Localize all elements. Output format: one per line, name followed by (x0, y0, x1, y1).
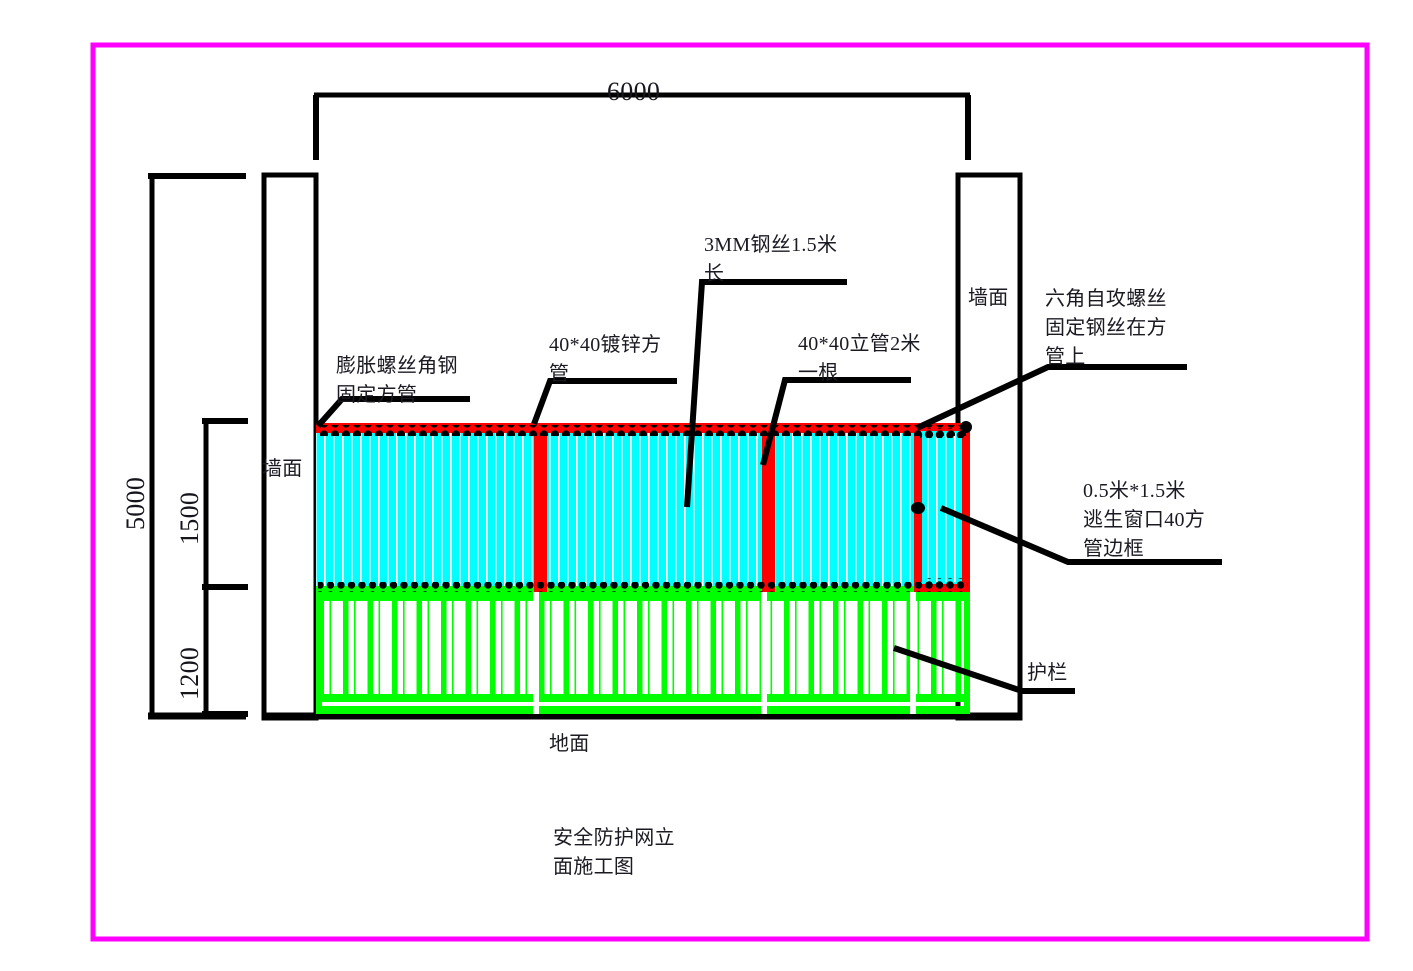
label-vertical-tube-line2: 一根 (798, 362, 839, 384)
label-steel-wire-line1: 3MM钢丝1.5米 (704, 234, 838, 256)
drawing-frame-border (90, 42, 1370, 942)
dimension-label-1200: 1200 (175, 646, 204, 700)
leader-galvanized-tube (531, 378, 677, 426)
guardrail-top-rail (318, 592, 970, 601)
label-steel-wire-line2: 长 (704, 263, 725, 285)
leader-steel-wire (684, 279, 847, 508)
dimension-1200-railing-height (202, 588, 248, 717)
label-escape-window-line2: 逃生窗口40方 (1083, 509, 1206, 531)
label-ground: 地面 (549, 733, 590, 755)
dimension-5000-overall-height (148, 173, 246, 720)
leader-guardrail (893, 645, 1075, 694)
guardrail (316, 592, 970, 714)
label-escape-window-line3: 管边框 (1083, 538, 1144, 560)
bolt-dots-escape-window (920, 428, 964, 588)
dimension-1500-mesh-height (202, 418, 248, 590)
guardrail-bottom-rail (318, 706, 970, 714)
label-expansion-bolt-line2: 固定方管 (336, 384, 418, 406)
leader-vertical-tube (760, 377, 911, 466)
dimension-label-6000: 6000 (607, 77, 661, 106)
bolt-dots-bottom-row (318, 582, 968, 592)
label-galvanized-tube-line2: 管 (549, 363, 570, 385)
label-escape-window-line1: 0.5米*1.5米 (1083, 480, 1186, 502)
left-wall-outline (261, 172, 319, 721)
label-hex-screw-line1: 六角自攻螺丝 (1045, 288, 1167, 310)
label-hex-screw-line2: 固定钢丝在方 (1045, 317, 1167, 339)
label-wall-left: 墙面 (262, 458, 303, 480)
drawing-title-line1: 安全防护网立 (553, 827, 675, 849)
dimension-6000-overall-width (313, 92, 971, 160)
dimension-label-5000: 5000 (121, 476, 150, 530)
label-hex-screw-line3: 管上 (1045, 346, 1086, 368)
vertical-post-1 (534, 423, 547, 592)
guardrail-bars (318, 601, 970, 694)
wire-mesh-panel (316, 423, 970, 592)
bolt-dots-top-row (318, 425, 968, 436)
leader-escape-window (911, 502, 1222, 565)
leader-expansion-bolt (315, 396, 470, 428)
drawing-title-line2: 面施工图 (553, 856, 635, 878)
label-wall-right: 墙面 (968, 287, 1009, 309)
guardrail-mid-rail (318, 694, 970, 702)
label-vertical-tube-line1: 40*40立管2米 (798, 333, 921, 355)
dimension-label-1500: 1500 (175, 491, 204, 545)
label-guardrail: 护栏 (1027, 662, 1068, 684)
label-expansion-bolt-line1: 膨胀螺丝角钢 (336, 355, 458, 377)
label-galvanized-tube-line1: 40*40镀锌方 (549, 334, 662, 356)
leader-hex-screw (915, 364, 1187, 433)
